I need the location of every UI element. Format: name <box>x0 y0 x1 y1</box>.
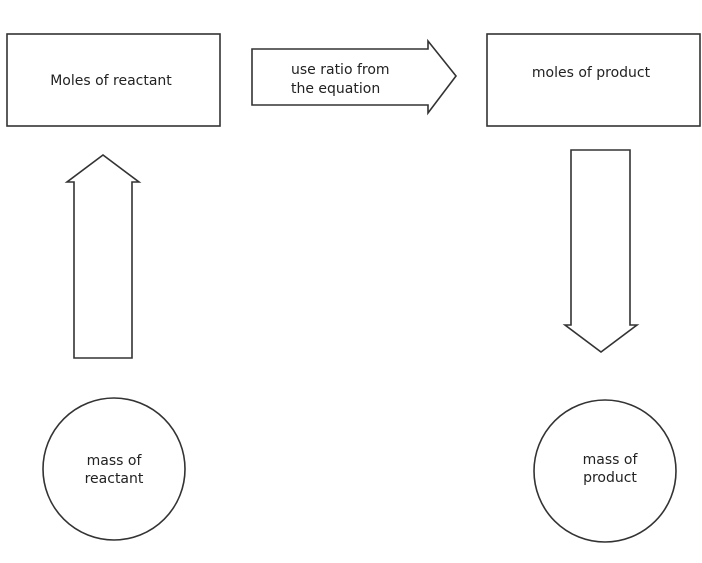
ratio-arrow-label-line1: use ratio from <box>291 62 390 78</box>
up-arrow <box>64 154 142 359</box>
mass-of-reactant-label-line2: reactant <box>85 471 144 487</box>
ratio-arrow-label-line2: the equation <box>291 81 380 97</box>
moles-of-reactant-box: Moles of reactant <box>6 33 221 127</box>
ratio-arrow: use ratio from the equation <box>251 38 458 116</box>
moles-of-product-label: moles of product <box>532 65 651 81</box>
moles-of-product-box: moles of product <box>486 33 701 127</box>
mass-of-reactant-label-line1: mass of <box>87 453 143 469</box>
mass-of-reactant-circle: mass of reactant <box>42 397 186 541</box>
mass-of-product-circle: mass of product <box>533 399 677 543</box>
moles-of-reactant-label: Moles of reactant <box>50 73 172 89</box>
down-arrow <box>562 149 640 353</box>
mass-of-product-label-line1: mass of <box>583 452 639 468</box>
mass-of-product-label-line2: product <box>583 470 637 486</box>
